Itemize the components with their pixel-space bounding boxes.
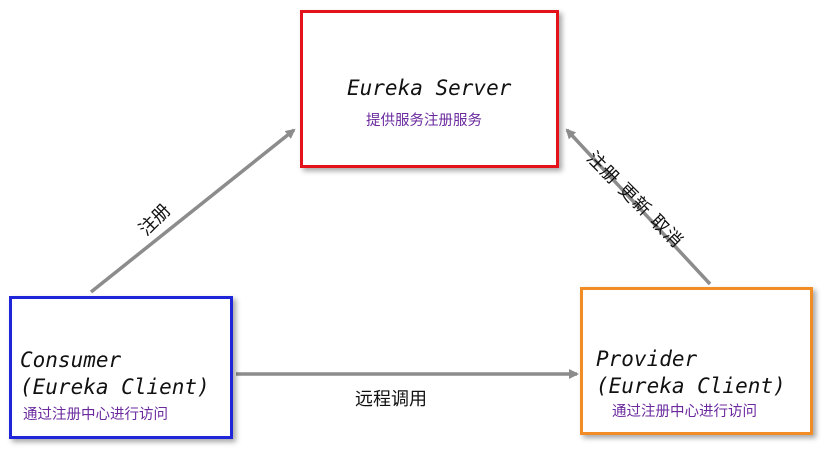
provider-box: Provider (Eureka Client) 通过注册中心进行访问 (580, 287, 813, 435)
eureka-server-box: Eureka Server 提供服务注册服务 (300, 10, 559, 168)
provider-subtitle: 通过注册中心进行访问 (612, 404, 757, 420)
consumer-box: Consumer (Eureka Client) 通过注册中心进行访问 (9, 296, 233, 439)
arrow-consumer-to-server (89, 128, 296, 294)
arrow-provider-to-server (565, 128, 712, 286)
eureka-server-title: Eureka Server (347, 76, 512, 100)
consumer-subtitle: 通过注册中心进行访问 (23, 407, 168, 423)
remote-call-label: 远程调用 (355, 389, 427, 410)
eureka-server-subtitle: 提供服务注册服务 (366, 113, 482, 129)
consumer-title: Consumer (Eureka Client) (20, 348, 210, 399)
provider-title: Provider (Eureka Client) (596, 347, 786, 398)
